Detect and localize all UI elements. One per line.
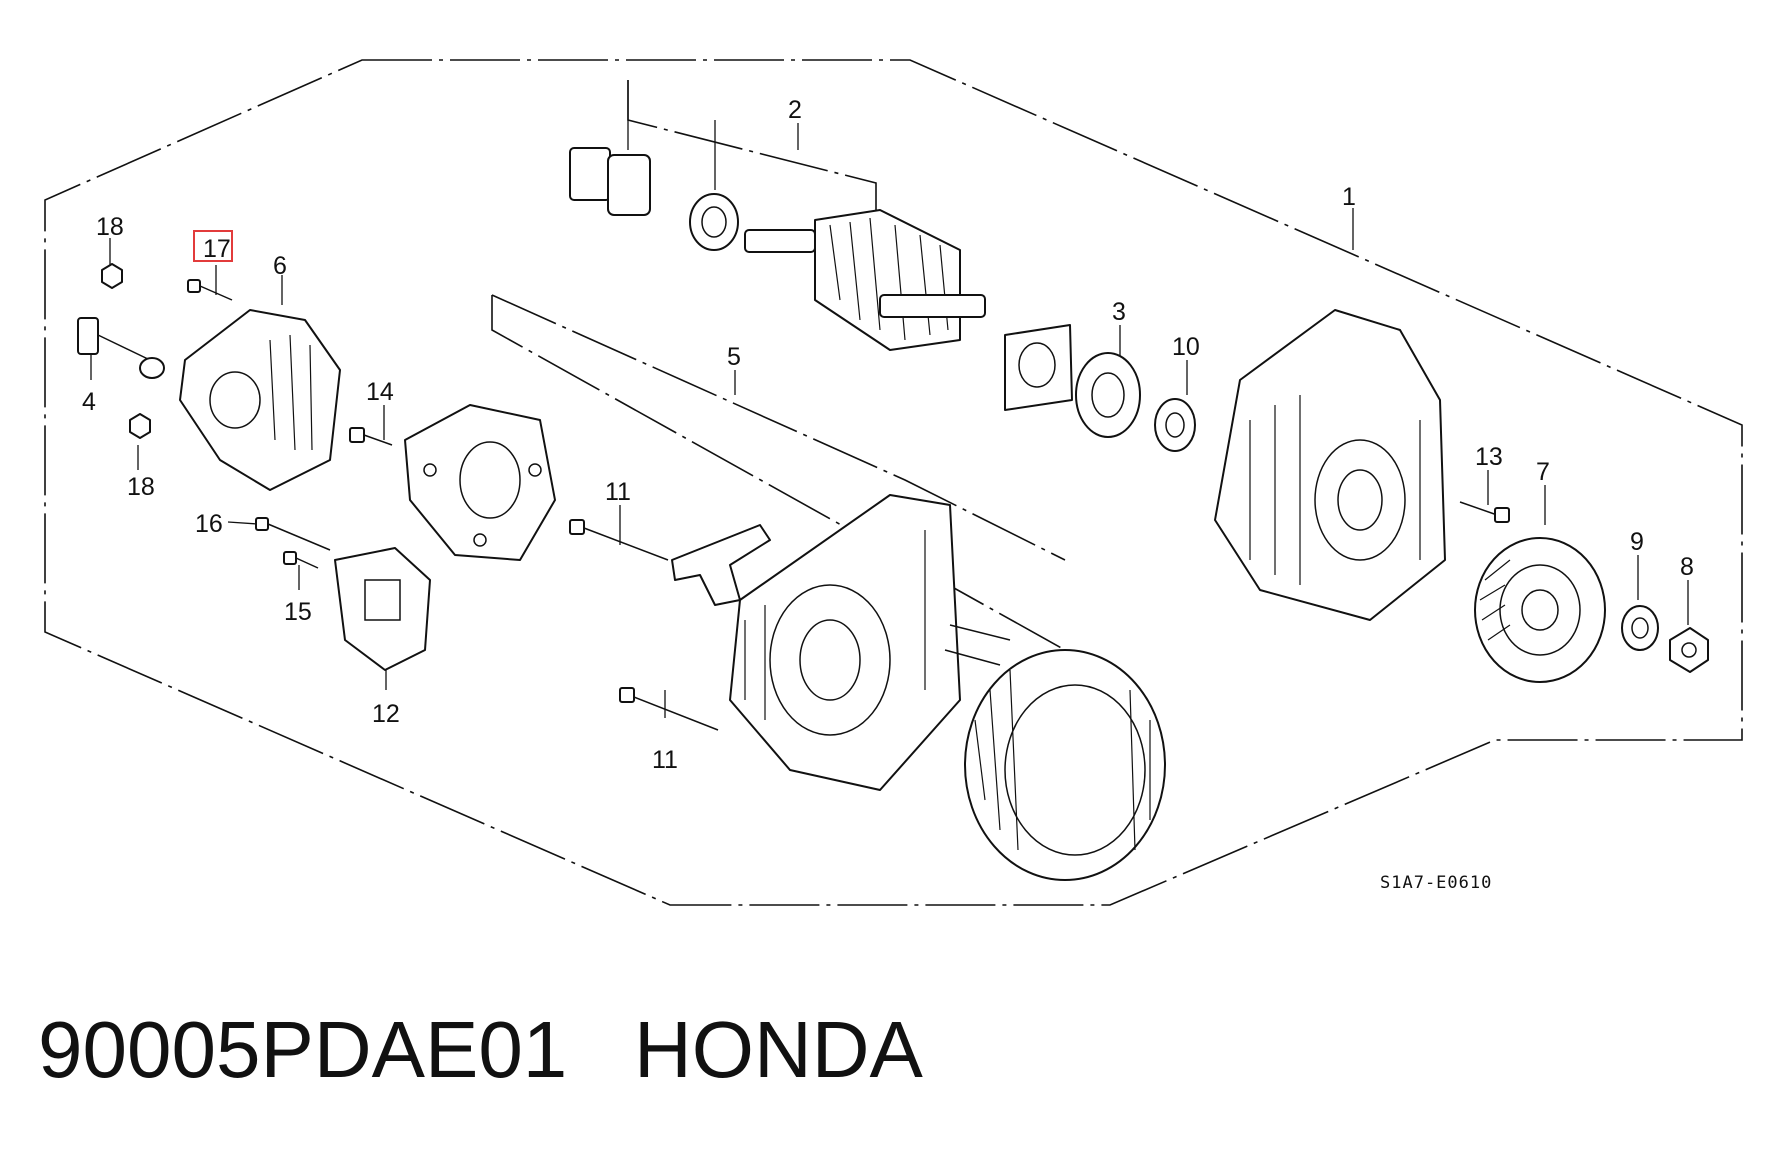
- rectifier: [404, 404, 556, 561]
- bolt-17: [187, 279, 233, 301]
- bolt-14: [349, 427, 393, 446]
- callout-14[interactable]: 14: [366, 378, 394, 406]
- callout-13[interactable]: 13: [1475, 443, 1503, 471]
- callout-1[interactable]: 1: [1342, 183, 1356, 211]
- bearing: [1004, 324, 1141, 438]
- callout-15[interactable]: 15: [284, 598, 312, 626]
- callout-11-upper[interactable]: 11: [605, 478, 631, 506]
- rear-housing: [729, 494, 961, 791]
- regulator: [334, 547, 431, 671]
- callout-2[interactable]: 2: [788, 96, 802, 124]
- part-number-caption: 90005PDAE01 HONDA: [38, 1005, 923, 1094]
- bolt-13: [1459, 501, 1510, 523]
- washer: [1154, 398, 1196, 452]
- nut-18-lower: [129, 413, 151, 439]
- callout-18-lower[interactable]: 18: [127, 473, 155, 501]
- callout-10[interactable]: 10: [1172, 333, 1200, 361]
- callout-16[interactable]: 16: [195, 510, 223, 538]
- pulley: [1474, 537, 1606, 683]
- reference-code: S1A7-E0610: [1380, 873, 1492, 893]
- callouts: 1 2 3 4 5 6 7 8 9 10 11 11 12 13 14 15 1…: [82, 96, 1694, 774]
- nut-18-upper: [101, 263, 123, 289]
- callout-11-lower[interactable]: 11: [652, 746, 678, 774]
- through-bolt-lower: [619, 687, 719, 731]
- rear-cover: [179, 309, 341, 491]
- rear-housing-group-frame-side: [491, 294, 1066, 561]
- callout-17-highlight: [193, 230, 233, 262]
- washer-9: [1621, 605, 1659, 651]
- stator: [944, 624, 1166, 881]
- through-bolt-upper: [569, 519, 669, 561]
- callout-12[interactable]: 12: [372, 700, 400, 728]
- exploded-parts-diagram: 1 2 3 4 5 6 7 8 9 10 11 11 12 13 14 15 1…: [44, 59, 1743, 906]
- callout-9[interactable]: 9: [1630, 528, 1644, 556]
- callout-17[interactable]: 17: [203, 235, 231, 263]
- front-housing: [1214, 309, 1446, 621]
- bracket: [671, 524, 771, 606]
- callout-5[interactable]: 5: [727, 343, 741, 371]
- nut-8: [1669, 627, 1709, 673]
- rotor-assembly: [569, 147, 986, 351]
- assembly-frame: [44, 59, 1743, 906]
- callout-7[interactable]: 7: [1536, 458, 1550, 486]
- rotor-group-frame: [627, 80, 877, 210]
- screw-16: [255, 517, 331, 551]
- terminal: [77, 317, 165, 379]
- callout-3[interactable]: 3: [1112, 298, 1126, 326]
- callout-6[interactable]: 6: [273, 252, 287, 280]
- callout-8[interactable]: 8: [1680, 553, 1694, 581]
- callout-18-upper[interactable]: 18: [96, 213, 124, 241]
- callout-4[interactable]: 4: [82, 388, 96, 416]
- screw-15: [283, 551, 319, 569]
